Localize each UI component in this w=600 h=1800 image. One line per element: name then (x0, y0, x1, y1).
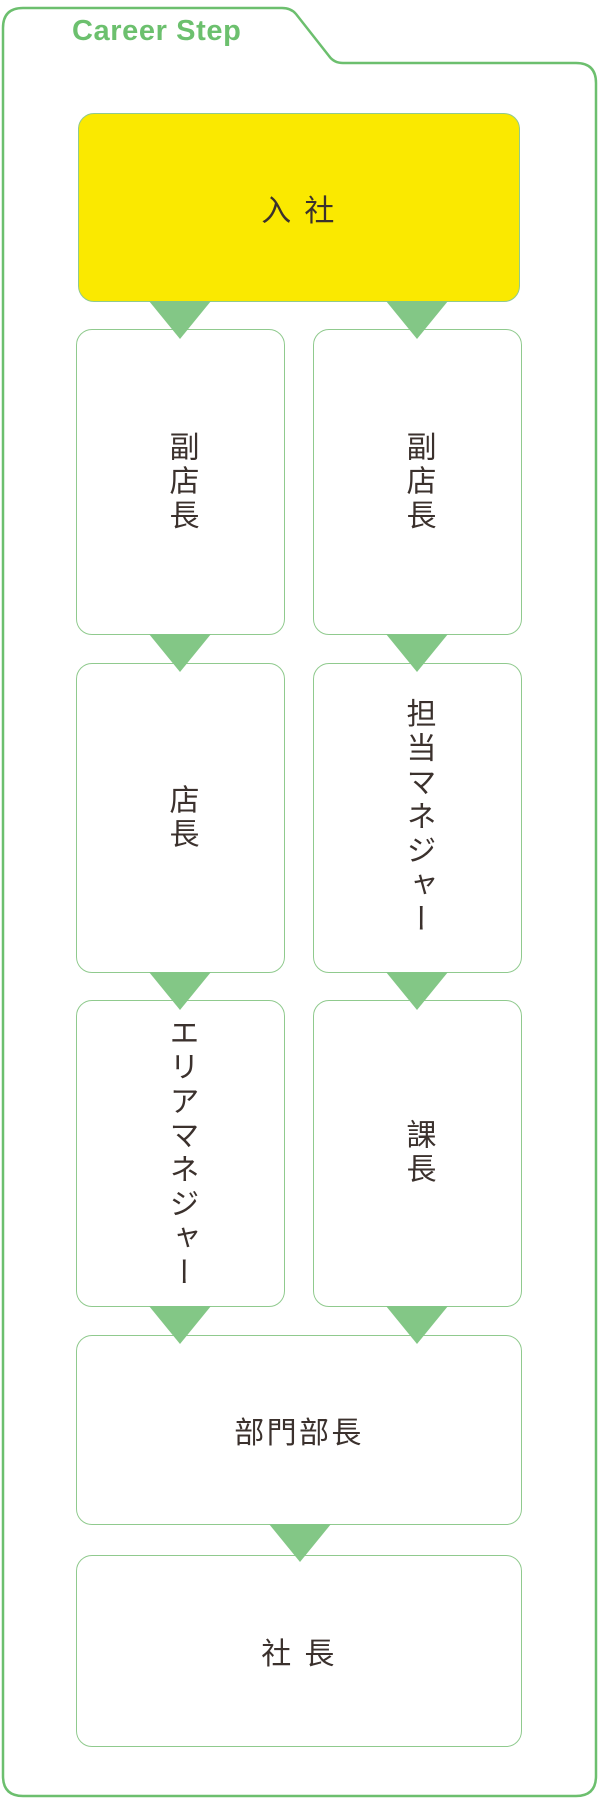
node-merge-2-label: 社 長 (261, 1638, 337, 1671)
node-right-1-label: 副店長 (401, 430, 435, 534)
node-right-2: 担当マネジャー (313, 663, 522, 973)
node-left-1: 副店長 (76, 329, 285, 635)
node-right-1: 副店長 (313, 329, 522, 635)
node-left-2: 店長 (76, 663, 285, 973)
node-right-3: 課長 (313, 1000, 522, 1307)
node-left-3: エリアマネジャー (76, 1000, 285, 1307)
node-left-3-label: エリアマネジャー (164, 1016, 198, 1291)
node-left-1-label: 副店長 (164, 430, 198, 534)
node-merge-1: 部門部長 (76, 1335, 522, 1525)
node-merge-2: 社 長 (76, 1555, 522, 1747)
node-left-2-label: 店長 (164, 783, 198, 853)
node-merge-1-label: 部門部長 (234, 1417, 364, 1450)
node-right-3-label: 課長 (401, 1119, 435, 1188)
node-start: 入 社 (78, 113, 520, 302)
diagram-title: Career Step (72, 15, 242, 47)
node-start-label: 入 社 (261, 194, 337, 228)
node-right-2-label: 担当マネジャー (401, 698, 435, 938)
